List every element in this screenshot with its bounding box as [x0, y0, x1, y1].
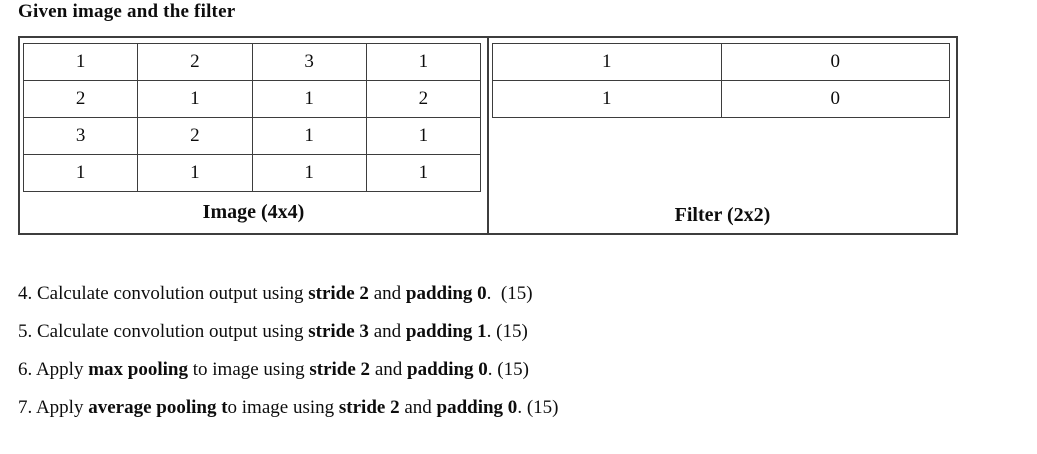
question-segment: stride 3	[308, 321, 369, 342]
question-segment: padding 1	[405, 321, 487, 342]
question-segment: and	[399, 397, 437, 418]
question-segment: and	[368, 283, 406, 304]
question-segment: o image using	[227, 397, 339, 418]
image-cell-r0c0: 1	[22, 43, 139, 81]
question-segment: 7. Apply	[18, 397, 89, 418]
filter-cell-r0c1: 0	[720, 43, 950, 81]
question-segment: . (15)	[487, 359, 529, 380]
question-segment: max pooling	[88, 359, 188, 380]
image-cell-r2c1: 2	[137, 117, 253, 155]
question-segment: . (15)	[517, 397, 559, 418]
question-line: 5. Calculate convolution output using st…	[18, 313, 558, 351]
image-cell-r1c2: 1	[251, 80, 367, 118]
image-cell-r3c2: 1	[251, 154, 367, 192]
question-segment: padding 0	[407, 359, 488, 380]
filter-cell-r1c1: 0	[720, 80, 950, 118]
question-line: 4. Calculate convolution output using st…	[18, 275, 558, 313]
page-title: Given image and the filter	[18, 1, 236, 22]
question-segment: 4. Calculate convolution output using	[18, 283, 309, 304]
image-cell-r1c3: 2	[365, 80, 482, 118]
question-line: 7. Apply average pooling to image using …	[18, 389, 558, 427]
image-cell-r1c1: 1	[137, 80, 253, 118]
question-segment: to image using	[187, 359, 310, 380]
image-cell-r3c3: 1	[365, 154, 482, 192]
image-table-caption: Image (4x4)	[202, 201, 305, 223]
question-segment: stride 2	[338, 397, 400, 418]
question-segment: . (15)	[486, 283, 533, 304]
question-segment: average pooling t	[88, 397, 228, 418]
filter-cell-r1c0: 1	[492, 80, 722, 118]
filter-cell-r0c0: 1	[492, 43, 722, 81]
question-segment: padding 0	[436, 397, 518, 418]
question-segment: 5. Calculate convolution output using	[18, 321, 309, 342]
question-line: 6. Apply max pooling to image using stri…	[18, 351, 558, 389]
image-cell-r2c3: 1	[365, 117, 482, 155]
image-cell-r3c0: 1	[22, 154, 139, 192]
question-segment: stride 2	[308, 283, 369, 304]
image-cell-r1c0: 2	[22, 80, 139, 118]
image-cell-r3c1: 1	[137, 154, 253, 192]
question-segment: stride 2	[309, 359, 371, 380]
question-segment: . (15)	[486, 321, 528, 342]
image-cell-r2c2: 1	[251, 117, 367, 155]
image-cell-r2c0: 3	[22, 117, 139, 155]
image-cell-r0c3: 1	[365, 43, 482, 81]
question-segment: 6. Apply	[18, 359, 89, 380]
image-cell-r0c2: 3	[251, 43, 367, 81]
question-segment: padding 0	[405, 283, 487, 304]
question-segment: and	[368, 321, 406, 342]
question-segment: and	[370, 359, 407, 380]
image-cell-r0c1: 2	[137, 43, 253, 81]
filter-table-caption: Filter (2x2)	[674, 204, 771, 226]
questions-list: 4. Calculate convolution output using st…	[18, 275, 558, 427]
